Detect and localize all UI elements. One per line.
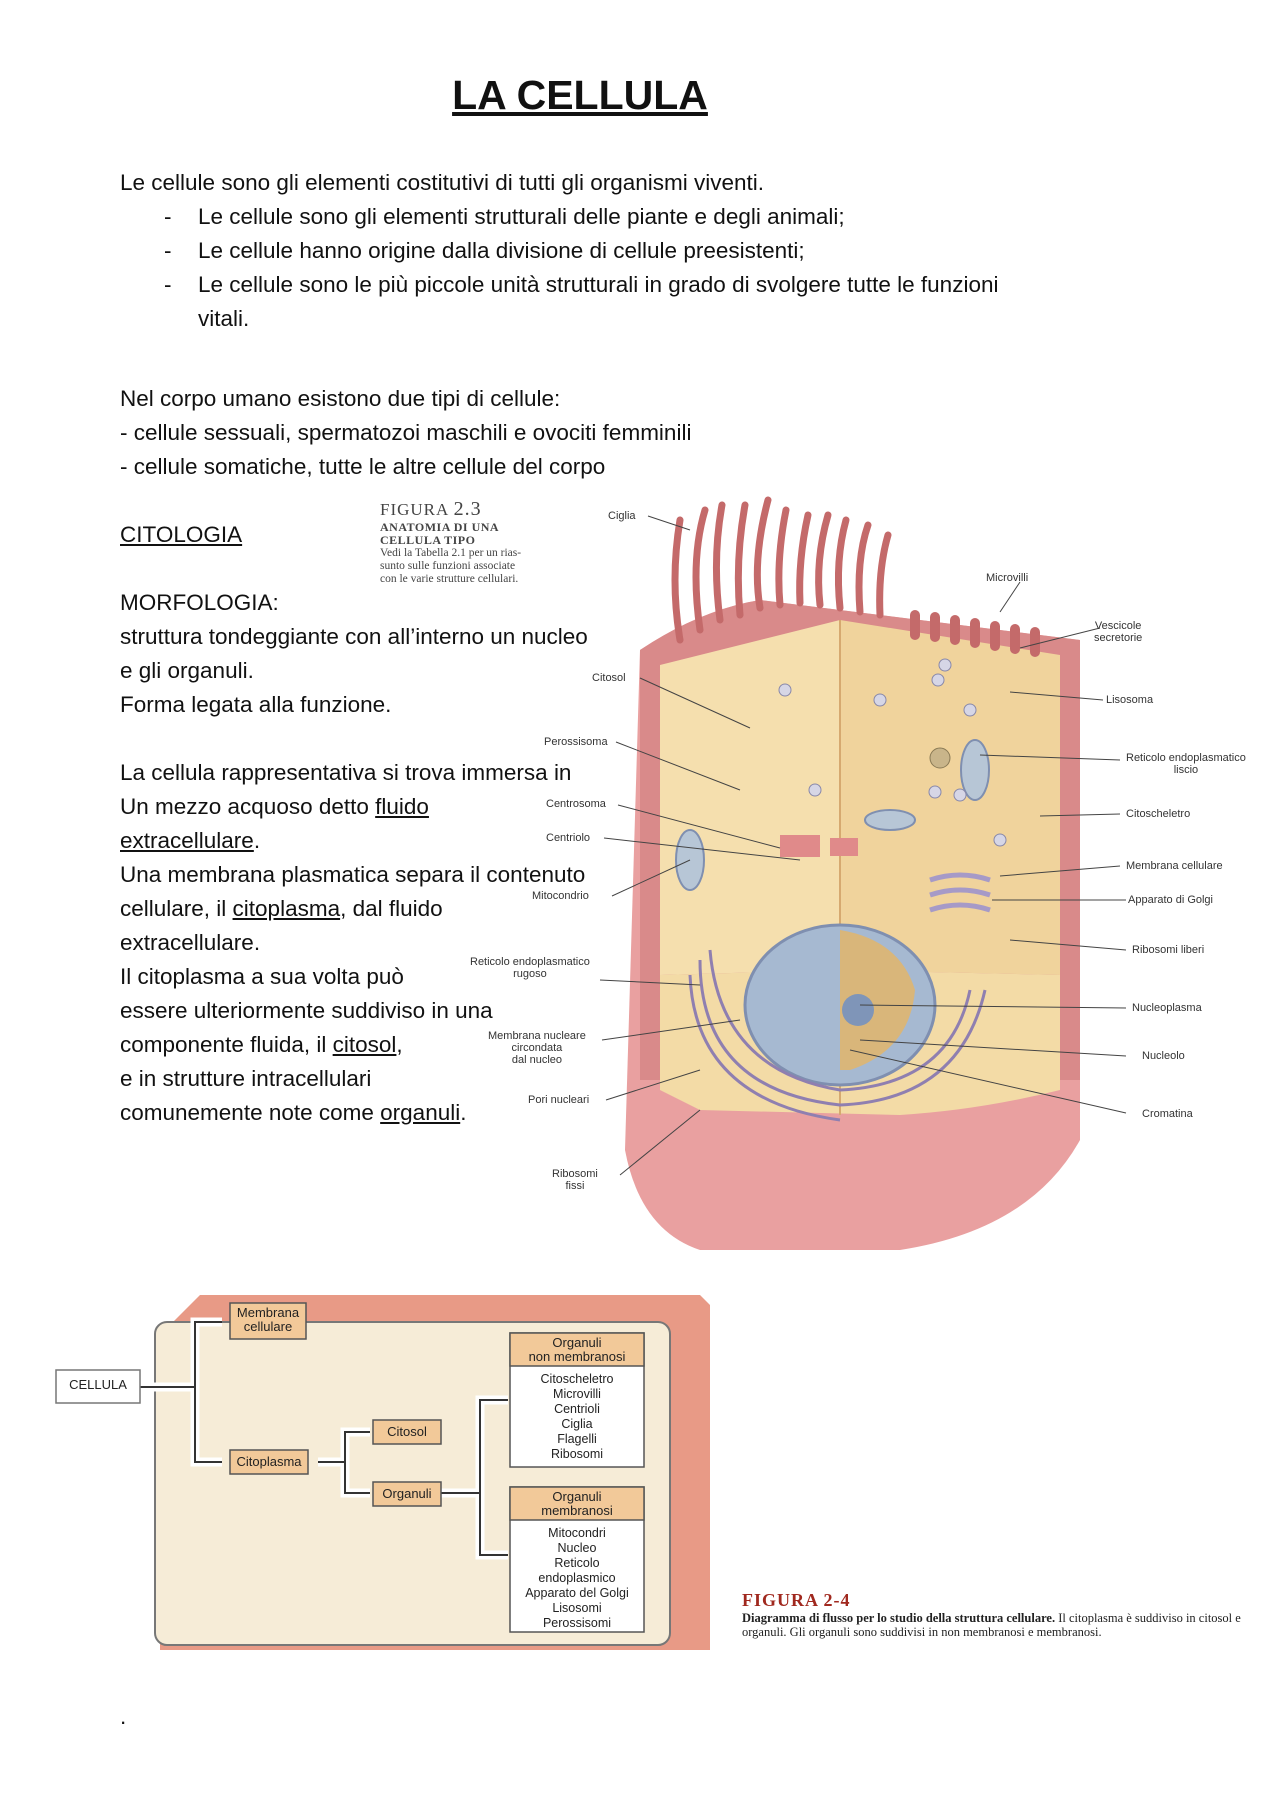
- types-item-somatic: - cellule somatiche, tutte le altre cell…: [120, 454, 606, 479]
- list-item: Le cellule sono le più piccole unità str…: [160, 268, 1120, 302]
- morfologia-line: Forma legata alla funzione.: [120, 692, 392, 717]
- body-line: comunemente note come organuli.: [120, 1100, 467, 1125]
- label-citoscheletro: Citoscheletro: [1126, 808, 1191, 820]
- flow-head-membranosi: Organuli membranosi: [541, 1489, 613, 1518]
- label-nucleolo: Nucleolo: [1142, 1050, 1185, 1062]
- morfologia-line: struttura tondeggiante con all’interno u…: [120, 624, 588, 649]
- label-ribosomi-fissi: Ribosomi fissi: [552, 1168, 598, 1192]
- body-line: componente fluida, il citosol,: [120, 1032, 403, 1057]
- label-centriolo: Centriolo: [546, 832, 591, 844]
- label-mitocondrio: Mitocondrio: [532, 890, 589, 902]
- list-item: Le cellule hanno origine dalla divisione…: [160, 234, 1120, 268]
- body-line: La cellula rappresentativa si trova imme…: [120, 760, 572, 785]
- page-title: LA CELLULA: [452, 72, 708, 118]
- flow-list-nonmembranosi: Citoscheletro Microvilli Centrioli Cigli…: [540, 1372, 614, 1461]
- morfologia-heading: MORFOLOGIA:: [120, 590, 279, 615]
- flow-node-citosol: Citosol: [387, 1424, 427, 1439]
- body-line: Il citoplasma a sua volta può: [120, 964, 404, 989]
- list-item-continuation: vitali.: [198, 306, 250, 331]
- flow-node-membrana: Membrana cellulare: [236, 1305, 300, 1334]
- label-rer: Reticolo endoplasmatico rugoso: [470, 956, 590, 980]
- label-perossisoma: Perossisoma: [544, 736, 608, 748]
- label-nucleoplasma: Nucleoplasma: [1132, 1002, 1202, 1014]
- label-membrana-cellulare: Membrana cellulare: [1126, 860, 1223, 872]
- footer-dot: .: [120, 1704, 127, 1729]
- types-item-sexual: - cellule sessuali, spermatozoi maschili…: [120, 420, 692, 445]
- body-line: Un mezzo acquoso detto fluido: [120, 794, 429, 819]
- label-citosol: Citosol: [592, 672, 626, 684]
- body-line: cellulare, il citoplasma, dal fluido: [120, 896, 443, 921]
- body-line: Una membrana plasmatica separa il conten…: [120, 862, 586, 887]
- label-microvilli: Microvilli: [986, 572, 1029, 584]
- figure-2-3-caption: FIGURA 2.3 Anatomia di una cellula tipo …: [380, 498, 522, 585]
- body-line: e in strutture intracellulari: [120, 1066, 372, 1091]
- types-heading: Nel corpo umano esistono due tipi di cel…: [120, 386, 561, 411]
- flow-node-cellula: CELLULA: [69, 1377, 127, 1392]
- label-ciglia: Ciglia: [608, 510, 636, 522]
- label-membrana-nucleare: Membrana nucleare circondata dal nucleo: [488, 1030, 586, 1066]
- label-rel: Reticolo endoplasmatico liscio: [1126, 752, 1246, 776]
- label-ribosomi-liberi: Ribosomi liberi: [1132, 944, 1205, 956]
- label-pori-nucleari: Pori nucleari: [528, 1094, 590, 1106]
- intro-text: Le cellule sono gli elementi costitutivi…: [120, 170, 765, 195]
- label-vescicole: Vescicole secretorie: [1094, 620, 1143, 644]
- flow-node-citoplasma: Citoplasma: [236, 1454, 302, 1469]
- flow-list-membranosi: Mitocondri Nucleo Reticolo endoplasmico …: [525, 1526, 629, 1630]
- morfologia-line: e gli organuli.: [120, 658, 254, 683]
- body-line: extracellulare.: [120, 930, 261, 955]
- list-item: Le cellule sono gli elementi strutturali…: [160, 200, 1120, 234]
- flow-node-organuli: Organuli: [382, 1486, 432, 1501]
- label-golgi: Apparato di Golgi: [1128, 894, 1213, 906]
- section-citologia: CITOLOGIA: [120, 522, 243, 547]
- label-centrosoma: Centrosoma: [546, 798, 606, 810]
- figure-2-4-caption: FIGURA 2-4 Diagramma di flusso per lo st…: [742, 1590, 1241, 1639]
- body-line: extracellulare.: [120, 828, 261, 853]
- flow-head-nonmembranosi: Organuli non membranosi: [528, 1335, 626, 1364]
- label-lisosoma: Lisosoma: [1106, 694, 1154, 706]
- body-line: essere ulteriormente suddiviso in una: [120, 998, 493, 1023]
- bullet-list: Le cellule sono gli elementi strutturali…: [160, 200, 1120, 336]
- label-cromatina: Cromatina: [1142, 1108, 1193, 1120]
